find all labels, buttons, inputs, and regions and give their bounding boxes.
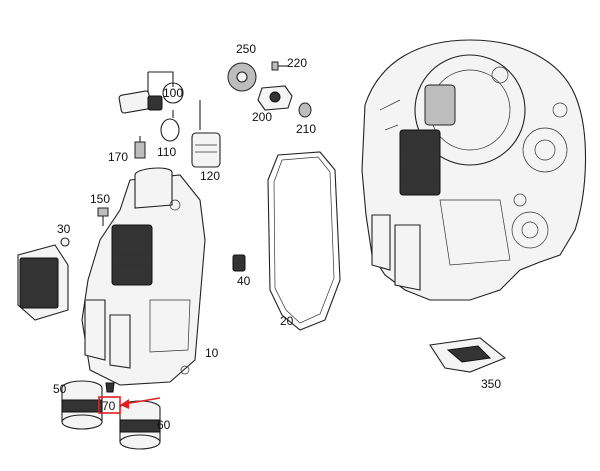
screw-part-70 <box>105 382 115 393</box>
highlight-annotation <box>98 396 161 414</box>
callout-labels: 10 20 30 40 50 60 70 100 110 120 150 170… <box>53 42 501 432</box>
solenoid-part-100 <box>118 90 163 114</box>
o-ring-part-110 <box>160 118 180 142</box>
highlight-arrowhead <box>120 399 129 409</box>
label-10: 10 <box>205 346 219 360</box>
sensor-module-part-350 <box>429 337 507 373</box>
label-110: 110 <box>157 145 176 159</box>
accumulator-part-60 <box>119 400 161 450</box>
label-20: 20 <box>280 314 294 328</box>
seal-part-210 <box>298 102 312 118</box>
label-250: 250 <box>236 42 256 56</box>
label-70: 70 <box>102 399 116 413</box>
label-350: 350 <box>481 377 501 391</box>
label-120: 120 <box>200 169 220 183</box>
label-40: 40 <box>237 274 251 288</box>
transmission-housing <box>361 39 587 301</box>
gasket-part-20 <box>267 151 341 331</box>
label-210: 210 <box>296 122 316 136</box>
label-200: 200 <box>252 110 272 124</box>
label-150: 150 <box>90 192 110 206</box>
pump-part-200 <box>257 85 293 111</box>
sleeve-part-120 <box>191 132 221 168</box>
label-60: 60 <box>157 418 171 432</box>
label-100: 100 <box>163 86 183 100</box>
small-filter-part-40 <box>232 254 246 272</box>
valve-body-part-10 <box>81 167 206 386</box>
bolt-part-220 <box>271 61 288 71</box>
bolt-part-150 <box>97 207 109 226</box>
highlight-arrow <box>123 397 161 405</box>
accumulator-part-50 <box>61 380 103 430</box>
bolt-part-170 <box>134 136 146 159</box>
gear-part-250 <box>227 62 257 92</box>
filter-module-part-30 <box>17 237 70 321</box>
label-220: 220 <box>287 56 307 70</box>
label-30: 30 <box>57 222 71 236</box>
bracket-lines-100 <box>147 71 201 130</box>
label-170: 170 <box>108 150 128 164</box>
label-50: 50 <box>53 382 67 396</box>
